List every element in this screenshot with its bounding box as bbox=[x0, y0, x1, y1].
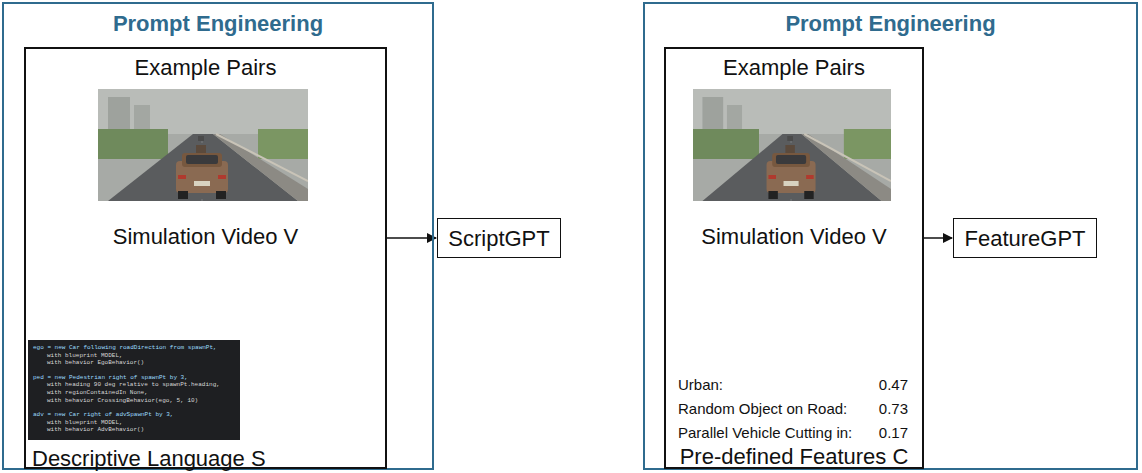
code-panel: ego = new Car following roadDirection fr… bbox=[28, 340, 240, 440]
arrow bbox=[924, 237, 952, 239]
section-heading: Example Pairs bbox=[666, 56, 922, 80]
caption: Pre-defined Features C bbox=[666, 445, 922, 469]
section-heading: Example Pairs bbox=[26, 56, 385, 80]
code-line: with regionContainedIn None, bbox=[33, 389, 235, 397]
feature-score: 0.73 bbox=[879, 401, 908, 418]
simulation-frame bbox=[98, 89, 308, 201]
code-line: ego = new Car following roadDirection fr… bbox=[33, 344, 235, 352]
caption: Simulation Video V bbox=[26, 225, 385, 249]
feature-name: Random Object on Road: bbox=[678, 401, 847, 418]
arrow bbox=[387, 237, 436, 239]
panel-title: Prompt Engineering bbox=[645, 12, 1136, 36]
example-box: Example PairsSimulation Video V Urban: 0.4… bbox=[664, 47, 924, 469]
model-name: ScriptGPT bbox=[438, 227, 560, 251]
code-line: with behavior CrossingBehavior(ego, 5, 1… bbox=[33, 397, 235, 405]
panel-title: Prompt Engineering bbox=[4, 12, 432, 36]
caption: Descriptive Language S bbox=[32, 447, 266, 471]
feature-score: 0.47 bbox=[879, 377, 908, 394]
code-line: with behavior AdvBehavior() bbox=[33, 426, 235, 434]
code-line: adv = new Car right of advSpawnPt by 3, bbox=[33, 411, 235, 419]
simulation-frame bbox=[693, 89, 891, 201]
feature-score: 0.17 bbox=[879, 425, 908, 442]
model-name: FeatureGPT bbox=[954, 227, 1096, 251]
code-line: with blueprint MODEL, bbox=[33, 419, 235, 427]
caption: Simulation Video V bbox=[666, 225, 922, 249]
code-line: with blueprint MODEL, bbox=[33, 352, 235, 360]
code-line: with heading 90 deg relative to spawnPt.… bbox=[33, 381, 235, 389]
code-line: with behavior EgoBehavior() bbox=[33, 359, 235, 367]
feature-name: Parallel Vehicle Cutting in: bbox=[678, 425, 852, 442]
code-line: ped = new Pedestrian right of spawnPt by… bbox=[33, 374, 235, 382]
feature-name: Urban: bbox=[678, 377, 723, 394]
model-box: FeatureGPT bbox=[953, 218, 1097, 258]
model-box: ScriptGPT bbox=[437, 218, 561, 258]
